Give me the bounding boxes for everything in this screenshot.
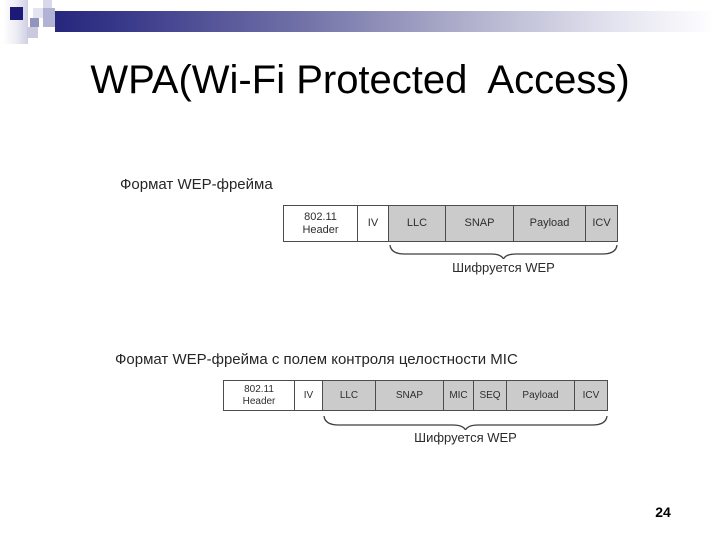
frame-field-payload: Payload (506, 380, 575, 411)
page-number: 24 (655, 504, 671, 520)
decoration-square (30, 18, 39, 27)
frame-field-802-11-header: 802.11 Header (283, 205, 358, 242)
underbrace-icon (389, 245, 618, 259)
frame-field-iv: IV (294, 380, 323, 411)
decoration-square (27, 27, 38, 38)
decoration-square (43, 0, 52, 8)
diagram1-caption: Формат WEP-фрейма (120, 176, 273, 193)
frame-field-payload: Payload (513, 205, 586, 242)
frame-field-seq: SEQ (473, 380, 507, 411)
diagram1-brace-label: Шифруется WEP (452, 260, 555, 275)
decoration-square (33, 8, 43, 18)
frame-field-snap: SNAP (445, 205, 514, 242)
frame-field-icv: ICV (574, 380, 608, 411)
frame-field-snap: SNAP (375, 380, 444, 411)
gradient-bar (55, 11, 712, 32)
diagram1-frame-row: 802.11 Header IV LLC SNAP Payload ICV (283, 205, 618, 242)
diagram2-caption: Формат WEP-фрейма с полем контроля целос… (115, 351, 518, 368)
underbrace-icon (323, 416, 608, 430)
diagram2-brace-label: Шифруется WEP (414, 430, 517, 445)
frame-field-802-11-header: 802.11 Header (223, 380, 295, 411)
frame-field-iv: IV (357, 205, 389, 242)
frame-field-llc: LLC (388, 205, 446, 242)
diagram2-frame-row: 802.11 Header IV LLC SNAP MIC SEQ Payloa… (223, 380, 608, 411)
frame-field-mic: MIC (443, 380, 474, 411)
frame-field-icv: ICV (585, 205, 618, 242)
decoration-square (10, 7, 23, 20)
decoration-square (43, 8, 55, 27)
slide-title: WPA(Wi-Fi Protected Access) (90, 58, 630, 102)
frame-field-llc: LLC (322, 380, 376, 411)
